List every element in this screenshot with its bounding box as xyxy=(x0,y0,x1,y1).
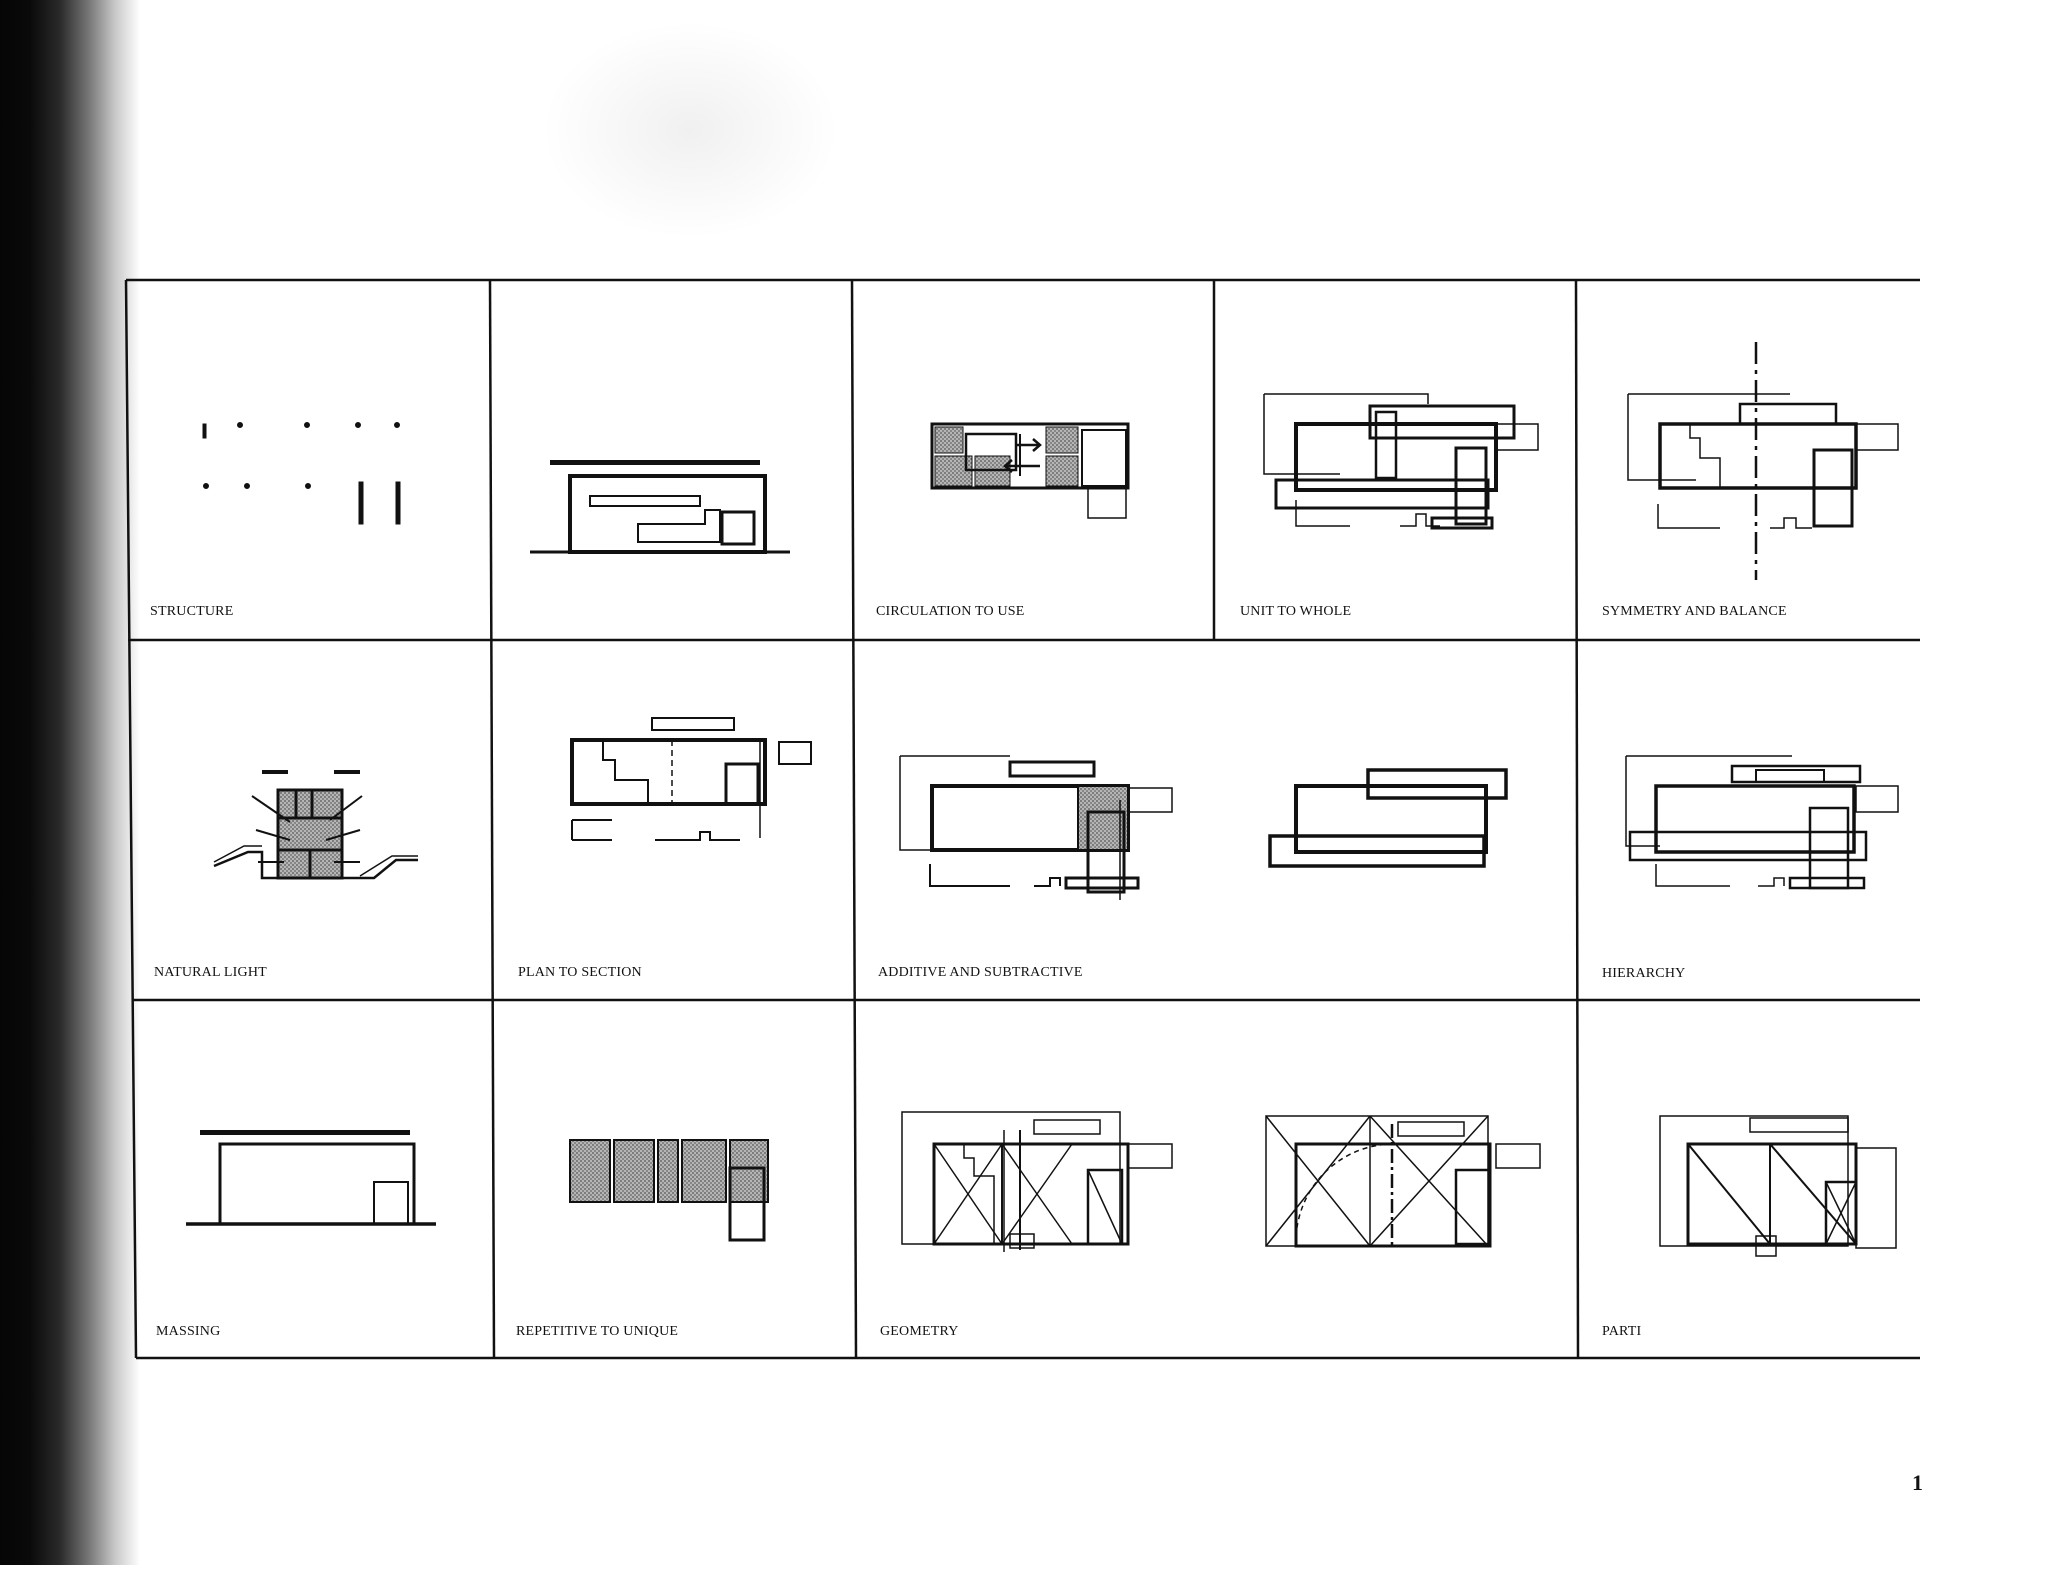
cell-label-geometry: GEOMETRY xyxy=(880,1324,959,1339)
parti-diagram xyxy=(1659,1115,1897,1257)
cell-label-structure: STRUCTURE xyxy=(150,604,234,619)
cell-label-repetitive-to-unique: REPETITIVE TO UNIQUE xyxy=(516,1324,679,1339)
binding-shadow xyxy=(0,0,140,1565)
massing-diagram xyxy=(186,1130,436,1226)
unit-to-whole-diagram xyxy=(1263,393,1539,530)
plan-to-section-diagram xyxy=(530,460,812,841)
cell-label-natural-light: NATURAL LIGHT xyxy=(154,965,267,980)
repetitive-to-unique-diagram xyxy=(569,1139,769,1242)
hierarchy-diagram xyxy=(1625,755,1899,890)
grid-lines xyxy=(124,278,1920,1360)
additive-and-subtractive-diagram xyxy=(899,755,1508,900)
page-number: 1 xyxy=(1912,1470,1923,1495)
cell-label-additive-and-subtractive: ADDITIVE AND SUBTRACTIVE xyxy=(878,965,1083,980)
cell-label-parti: PARTI xyxy=(1602,1324,1642,1339)
cell-label-massing: MASSING xyxy=(156,1324,221,1339)
circulation-to-use-diagram xyxy=(930,422,1130,519)
cell-label-circulation-to-use: CIRCULATION TO USE xyxy=(876,604,1025,619)
natural-light-diagram xyxy=(213,770,418,880)
geometry-diagram xyxy=(901,1111,1541,1252)
symmetry-and-balance-diagram xyxy=(1627,342,1899,580)
cell-label-plan-to-section: PLAN TO SECTION xyxy=(518,965,642,980)
cell-label-unit-to-whole: UNIT TO WHOLE xyxy=(1240,604,1352,619)
structure-diagram xyxy=(202,422,401,525)
scan-speckle xyxy=(540,20,840,240)
cell-label-symmetry-and-balance: SYMMETRY AND BALANCE xyxy=(1602,604,1787,619)
cell-label-hierarchy: HIERARCHY xyxy=(1602,966,1686,981)
